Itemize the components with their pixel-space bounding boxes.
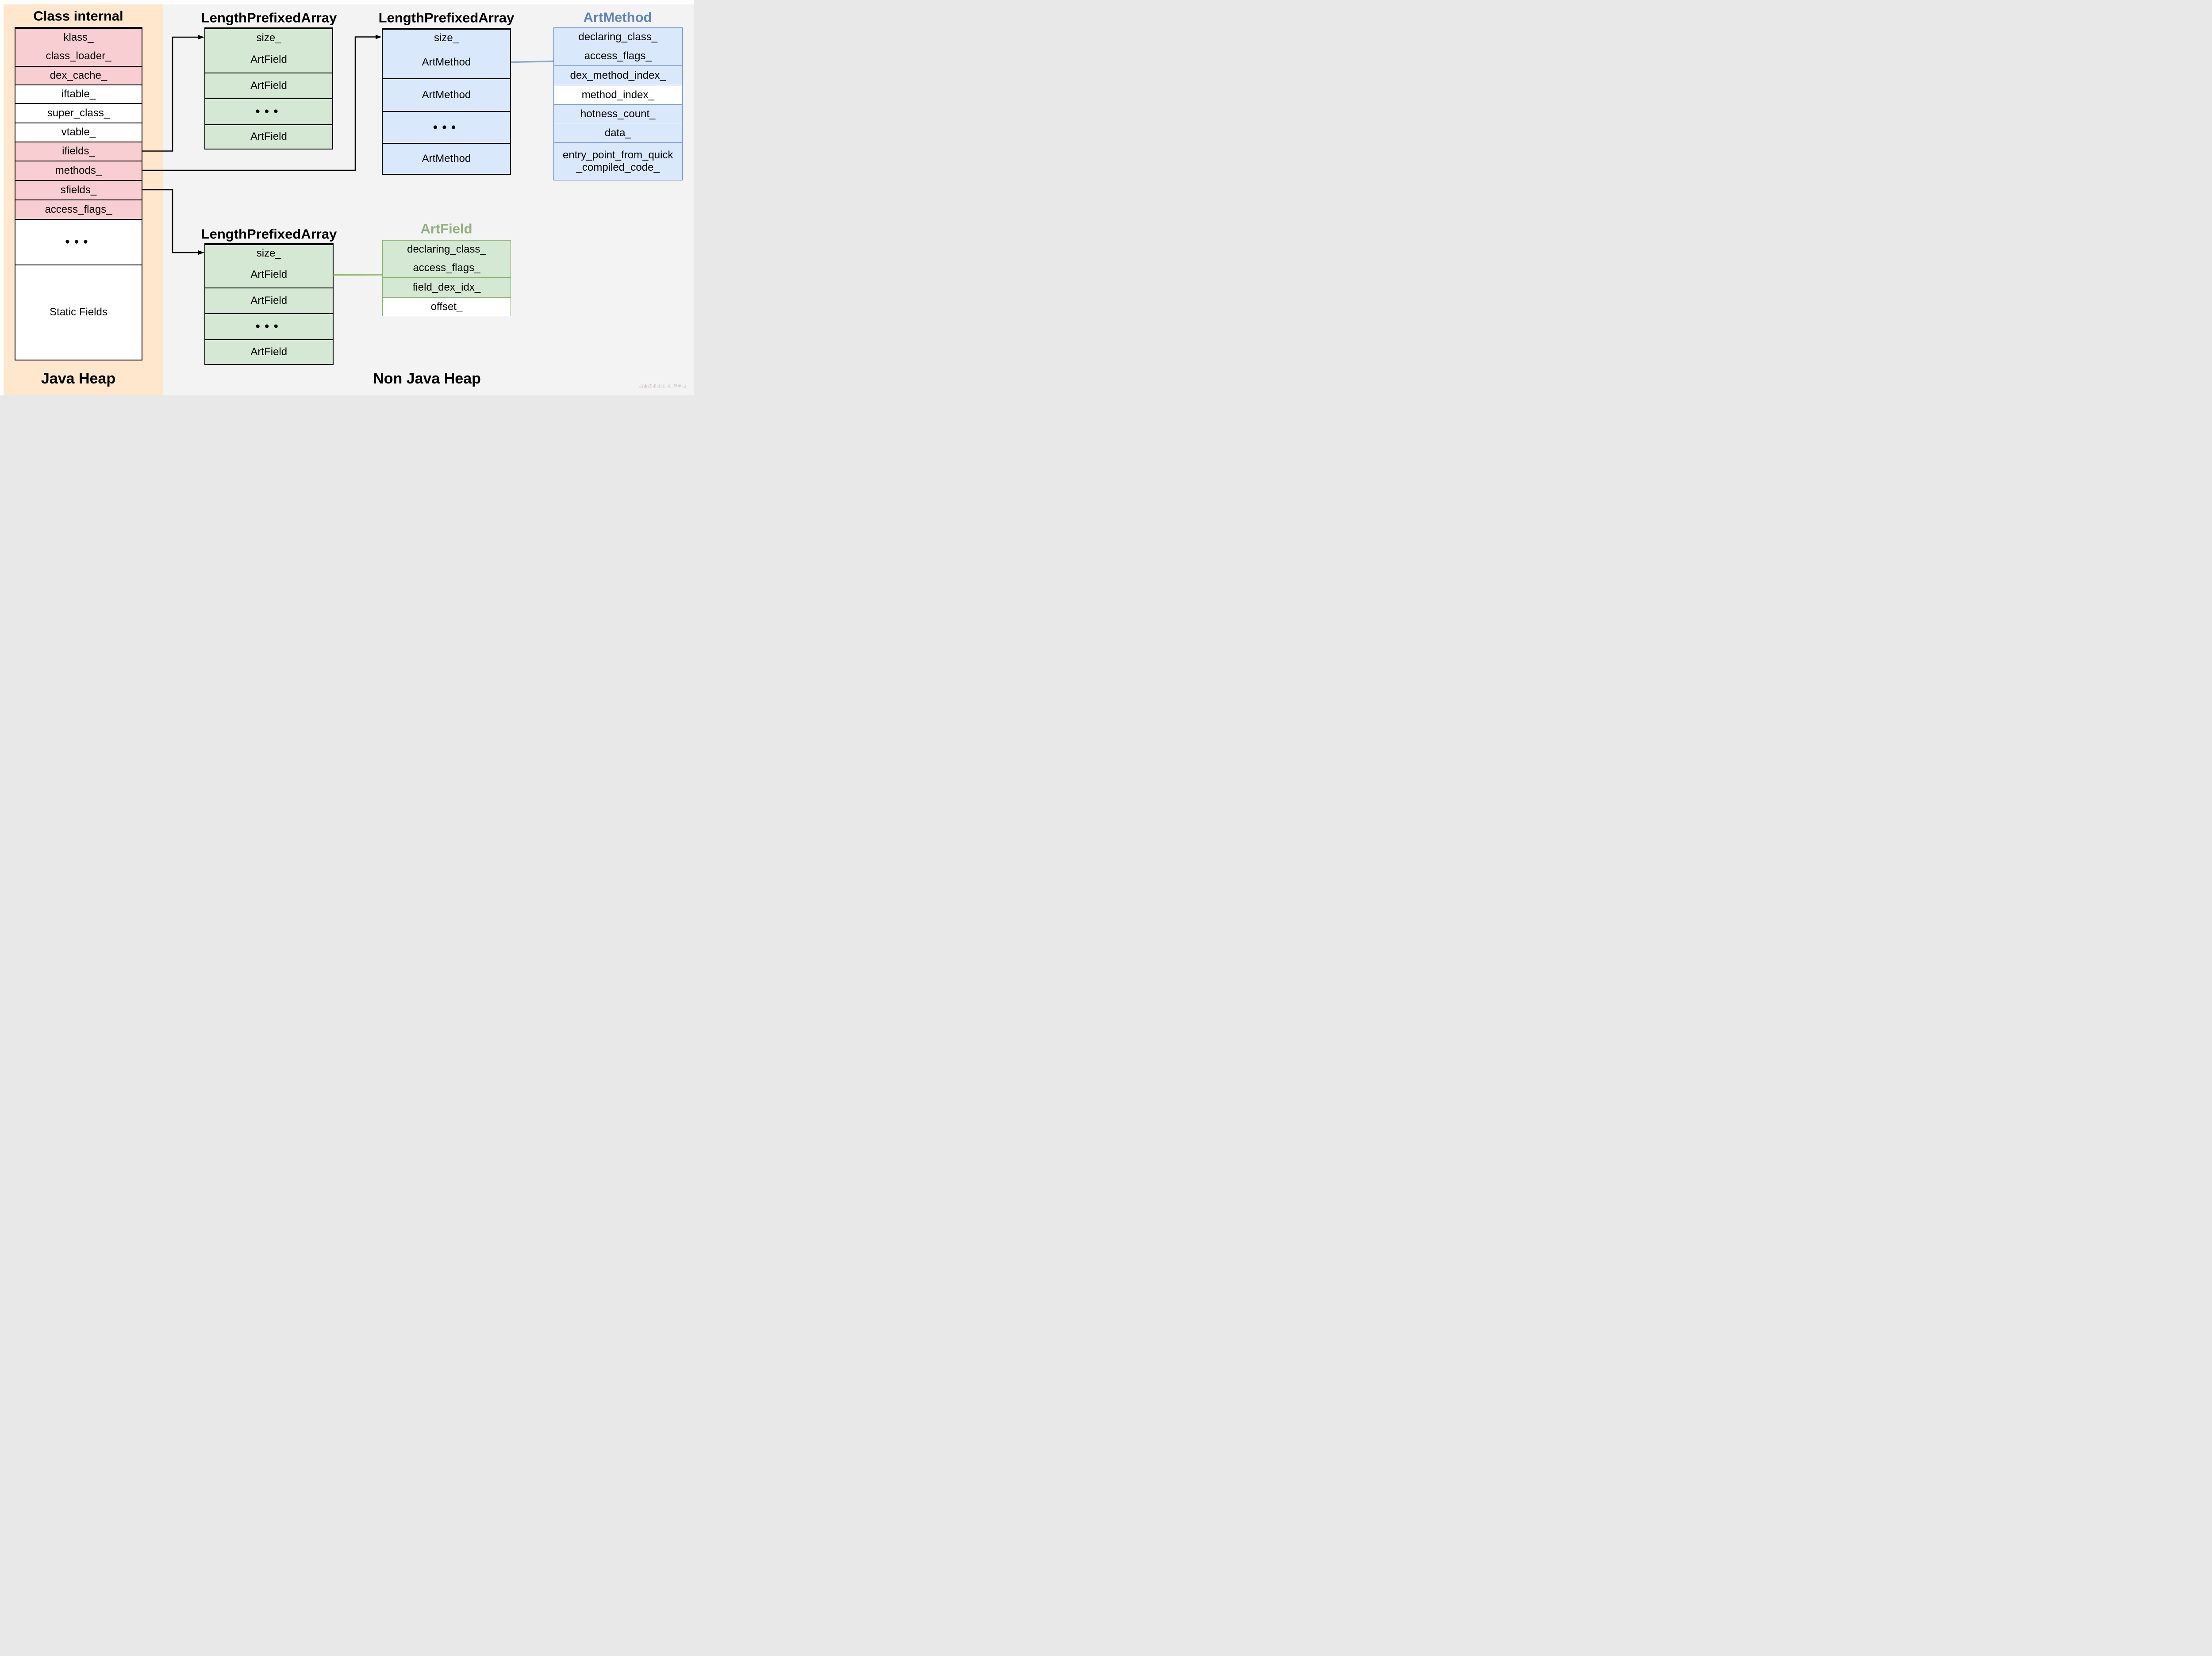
table-row: ArtField [205,287,333,313]
row-label: hotness_count_ [580,108,656,120]
table-row: dex_cache_ [15,65,142,84]
row-label: ArtField [250,130,287,143]
row-label: methods_ [55,164,102,176]
table-row: iftable_ [15,84,142,103]
row-label: access_flags_ [45,203,112,215]
table-row: declaring_class_ [554,27,682,46]
table-row: Static Fields [15,264,142,360]
row-label: ifields_ [62,145,95,157]
table-row: methods_ [15,160,142,180]
row-label: Static Fields [50,306,108,318]
java-heap-label: Java Heap [41,370,116,387]
row-label: ●●● [255,322,283,331]
field-array-top-title: LengthPrefixedArray [201,10,337,26]
table-row: ArtMethod [383,142,510,174]
table-row: ArtField [205,339,333,364]
table-row: access_flags_ [554,46,682,65]
class-internal-title: Class internal [33,8,123,24]
row-label: ArtField [250,345,288,358]
table-row: klass_ [15,28,142,47]
row-label: ArtMethod [422,88,471,101]
table-row: ArtField [205,46,332,73]
row-label: vtable_ [61,126,96,138]
class-internal-table: klass_ class_loader_ dex_cache_ iftable_… [15,27,142,360]
table-row: ●●● [205,313,333,339]
field-array-bottom-table: size_ ArtField ArtField ●●● ArtField [204,243,334,365]
row-label: ArtField [250,79,287,92]
table-row: access_flags_ [383,258,511,277]
row-label: dex_cache_ [50,69,108,81]
table-row: size_ [205,244,333,262]
table-row: ArtField [205,261,333,288]
row-label: size_ [256,247,281,259]
artfield-struct-table: declaring_class_ access_flags_ field_dex… [382,239,511,316]
watermark: 掘金技术社区 @ 芦半山 [639,384,687,388]
row-label: ArtField [250,53,287,65]
table-row: size_ [205,28,332,47]
row-label: sfields_ [60,184,97,196]
row-label: size_ [256,31,281,44]
row-label: dex_method_index_ [570,69,666,81]
table-row: ifields_ [15,141,142,161]
row-label: size_ [434,31,459,44]
row-label: data_ [604,127,631,139]
table-row: class_loader_ [15,46,142,66]
row-label: ●●● [433,122,460,132]
table-row: ArtMethod [383,46,510,78]
top-margin [0,0,694,4]
table-row: field_dex_idx_ [383,277,511,297]
row-label: entry_point_from_quick _compiled_code_ [563,149,673,173]
artmethod-link-line [511,60,554,63]
artmethod-struct-table: declaring_class_ access_flags_ dex_metho… [553,27,683,180]
row-label: declaring_class_ [578,31,658,43]
artfield-title: ArtField [420,221,472,237]
row-label: offset_ [430,300,463,313]
table-row: size_ [383,28,510,46]
field-array-top-table: size_ ArtField ArtField ●●● ArtField [204,27,333,150]
field-array-bottom-title: LengthPrefixedArray [201,226,337,242]
table-row: declaring_class_ [383,240,511,259]
row-label: access_flags_ [413,261,480,274]
row-label: field_dex_idx_ [412,281,481,294]
row-label: ArtField [250,268,288,280]
row-label: class_loader_ [46,50,111,62]
table-row: hotness_count_ [554,104,682,124]
left-margin [0,0,4,395]
row-label: ArtField [250,294,288,307]
non-java-heap-label: Non Java Heap [373,370,481,387]
row-label: klass_ [63,31,94,44]
table-row: vtable_ [15,122,142,142]
table-row: ArtField [205,72,332,98]
table-row: dex_method_index_ [554,65,682,85]
table-row: super_class_ [15,103,142,123]
row-label: ●●● [65,237,92,247]
row-label: declaring_class_ [407,243,486,256]
diagram-canvas: Class internal LengthPrefixedArray Lengt… [0,0,694,395]
row-label: ArtMethod [422,56,471,68]
table-row: ●●● [383,111,510,143]
method-array-title: LengthPrefixedArray [378,10,515,26]
table-row: method_index_ [554,85,682,104]
row-label: access_flags_ [584,50,652,62]
table-row: ●●● [205,98,332,124]
table-row: access_flags_ [15,199,142,219]
table-row: ●●● [15,218,142,264]
table-row: offset_ [383,297,511,316]
method-array-table: size_ ArtMethod ArtMethod ●●● ArtMethod [382,27,511,175]
artmethod-title: ArtMethod [583,9,652,25]
table-row: data_ [554,123,682,142]
row-label: iftable_ [61,88,96,100]
table-row: ArtMethod [383,78,510,111]
table-row: sfields_ [15,180,142,199]
table-row: ArtField [205,124,332,149]
table-row: entry_point_from_quick _compiled_code_ [554,142,682,180]
row-label: ●●● [255,107,283,116]
row-label: super_class_ [47,107,110,119]
row-label: method_index_ [581,88,654,101]
row-label: ArtMethod [422,152,471,165]
